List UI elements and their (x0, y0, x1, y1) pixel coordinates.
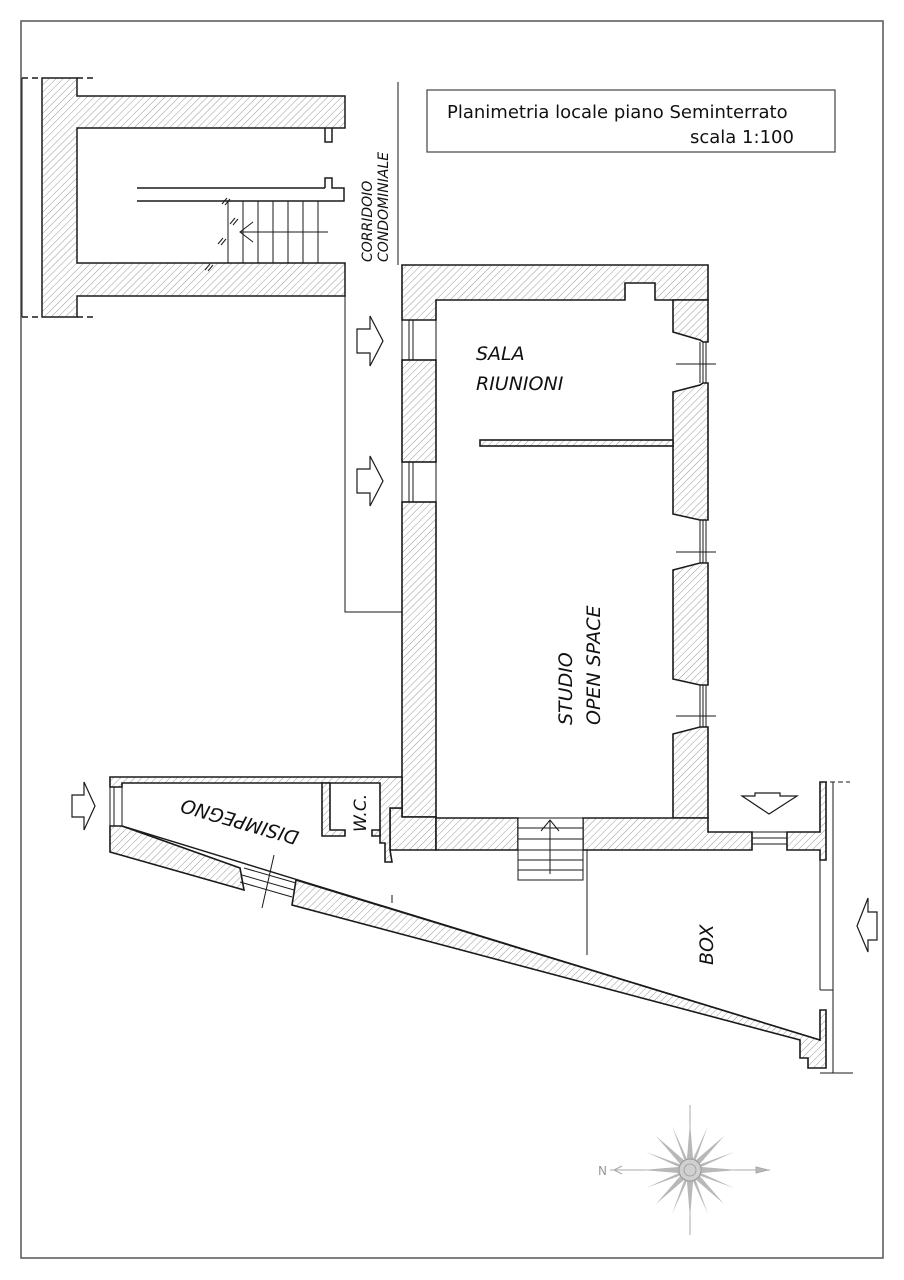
entrance-arrow-icon (71, 781, 96, 831)
compass-north-label: N (598, 1164, 607, 1178)
corridor-boundary (344, 325, 402, 613)
sloped-wall-line (121, 825, 821, 1041)
disimpegno-walls (109, 776, 827, 1069)
box-area (586, 781, 853, 1074)
svg-text:STUDIO: STUDIO (555, 652, 577, 725)
sheet-frame (20, 20, 884, 1259)
room-label-wc: W.C. (351, 794, 371, 832)
room-label-sala-riunioni: SALA RIUNIONI (476, 343, 564, 395)
room-label-studio-open-space: STUDIO OPEN SPACE (555, 605, 605, 725)
svg-text:OPEN SPACE: OPEN SPACE (583, 605, 605, 725)
plan-title: Planimetria locale piano Seminterrato (447, 102, 788, 123)
main-walls (389, 264, 827, 861)
disimpegno-openings (109, 787, 393, 909)
entrance-arrow-icon (856, 897, 878, 953)
title-block: Planimetria locale piano Seminterrato sc… (426, 89, 836, 153)
studio-staircase (517, 817, 584, 881)
svg-text:W.C.: W.C. (351, 794, 371, 832)
svg-text:BOX: BOX (696, 924, 718, 965)
room-label-disimpegno: DISIMPEGNO (178, 794, 301, 849)
entrance-arrow-icon (356, 315, 384, 507)
plan-scale: scala 1:100 (690, 127, 794, 148)
svg-text:CORRIDOIO: CORRIDOIO (360, 181, 376, 262)
studio-windows (676, 342, 716, 727)
entrance-arrow-icon (740, 792, 800, 815)
svg-text:DISIMPEGNO: DISIMPEGNO (178, 794, 301, 849)
svg-text:RIUNIONI: RIUNIONI (476, 373, 564, 395)
room-label-corridoio-condominiale: CORRIDOIO CONDOMINIALE (360, 152, 392, 262)
svg-text:CONDOMINIALE: CONDOMINIALE (376, 152, 392, 262)
svg-text:SALA: SALA (476, 343, 525, 365)
compass-rose-icon: N (598, 1105, 770, 1235)
room-label-box: BOX (696, 924, 718, 965)
corridor-doors (401, 319, 437, 503)
stairwell-block (21, 77, 346, 325)
